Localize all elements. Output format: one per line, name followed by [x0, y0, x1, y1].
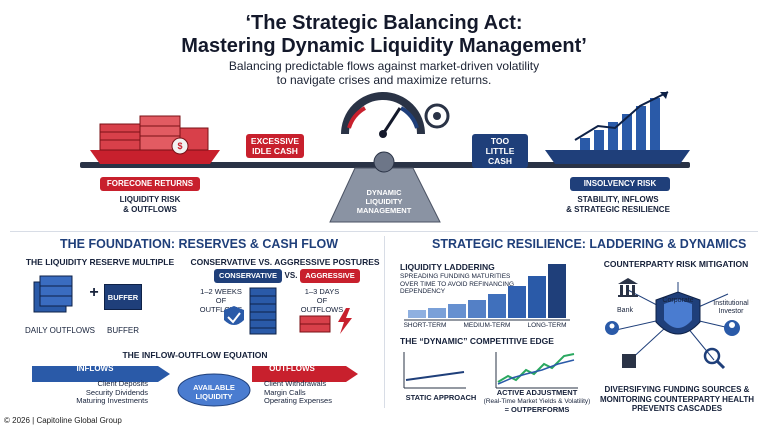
corporate-label: Corporate: [662, 297, 694, 304]
right-caption: STABILITY, INFLOWS& STRATEGIC RESILIENCE: [566, 195, 670, 214]
investor-icon: [724, 320, 740, 336]
medium-term-label: MEDIUM-TERM: [463, 322, 511, 329]
small-cash-stack-icon: [299, 315, 331, 333]
counterparty-title: COUNTERPARTY RISK MITIGATION: [603, 259, 749, 269]
title-line-1: ‘The Strategic Balancing Act:: [245, 12, 523, 34]
tall-cash-stack-icon: [249, 287, 277, 335]
postures-graphic: [224, 287, 352, 335]
lightning-icon: [338, 308, 352, 334]
buffer-box: BUFFER: [104, 284, 142, 310]
left-pan: [90, 150, 220, 164]
edge-title: THE “DYNAMIC” COMPETITIVE EDGE: [400, 336, 554, 346]
shield-icon: [655, 291, 701, 335]
inflows-arrow: [32, 366, 170, 382]
vs-label: VS.: [284, 271, 298, 280]
foundation-title: THE FOUNDATION: RESERVES & CASH FLOW: [60, 237, 339, 251]
daily-outflows-label: DAILY OUTFLOWS: [25, 326, 95, 335]
gauge-icon: [341, 92, 425, 138]
daily-outflows-stack-icon: [33, 275, 73, 313]
building-icon: [622, 354, 636, 368]
static-line: [405, 371, 465, 381]
aggressive-tag: AGGRESSIVE: [300, 269, 360, 283]
title-line-2: Mastering Dynamic Liquidity Management’: [181, 35, 587, 57]
counterparty-network: [605, 278, 740, 370]
resilience-title: STRATEGIC RESILIENCE: LADDERING & DYNAMI…: [432, 237, 747, 251]
inflows-label: INFLOWS: [76, 364, 114, 373]
plus-sign: +: [89, 284, 99, 301]
copyright-footer: © 2026 | Capitoline Global Group: [4, 416, 122, 425]
postures-title: CONSERVATIVE VS. AGGRESSIVE POSTURES: [190, 257, 380, 267]
counterparty-caption: DIVERSIFYING FUNDING SOURCES & MONITORIN…: [599, 385, 755, 413]
vertical-divider: [384, 236, 385, 408]
laddering-title: LIQUIDITY LADDERING: [400, 262, 495, 272]
edge-graphic: [403, 352, 578, 389]
bank-label: Bank: [617, 307, 633, 314]
insolvency-risk-banner: INSOLVENCY RISK: [570, 177, 670, 191]
equation-title: THE INFLOW-OUTFLOW EQUATION: [122, 350, 268, 360]
growth-bars-icon: [574, 91, 669, 150]
subtitle-line-1: Balancing predictable flows against mark…: [228, 59, 540, 73]
magnifier-icon: [703, 347, 726, 370]
long-term-label: LONG-TERM: [527, 322, 567, 329]
ladder-graphic: [404, 264, 570, 321]
active-line: [497, 353, 575, 383]
subtitle-line-2: to navigate crises and maximize returns.: [276, 73, 492, 87]
fulcrum: [329, 167, 441, 223]
short-term-label: SHORT-TERM: [403, 322, 447, 329]
liquidity-pool: [177, 373, 251, 407]
buffer-label: BUFFER: [107, 326, 139, 335]
outflows-arrow: [252, 366, 358, 382]
reserve-multiple-graphic: [33, 275, 73, 313]
right-pan: [545, 150, 690, 164]
shield-check-icon: [224, 306, 244, 325]
conservative-tag: CONSERVATIVE: [214, 269, 282, 283]
cash-stack-icon: $: [99, 115, 209, 155]
outflows-label: OUTFLOWS: [269, 364, 315, 373]
laddering-desc: SPREADING FUNDING MATURITIES OVER TIME T…: [400, 273, 515, 295]
svg-text:$: $: [177, 141, 182, 151]
bank-icon: [618, 278, 638, 297]
balance-illustration: $: [80, 91, 690, 223]
outflow-items: Client Withdrawals Margin Calls Operatin…: [264, 379, 332, 405]
forecone-returns-banner: FORECONE RETURNS: [100, 177, 200, 191]
active-adjustment-label: ACTIVE ADJUSTMENT (Real-Time Market Yiel…: [483, 388, 591, 414]
people-icon: [605, 321, 619, 335]
gear-icon: [424, 103, 450, 129]
reserve-multiple-title: THE LIQUIDITY RESERVE MULTIPLE: [25, 257, 175, 267]
horizontal-divider: [10, 231, 758, 232]
equation-graphic: [32, 366, 358, 407]
static-approach-label: STATIC APPROACH: [405, 393, 477, 402]
left-caption: LIQUIDITY RISK& OUTFLOWS: [119, 195, 181, 214]
inflow-items: Client Deposits Security Dividends Matur…: [76, 379, 148, 405]
